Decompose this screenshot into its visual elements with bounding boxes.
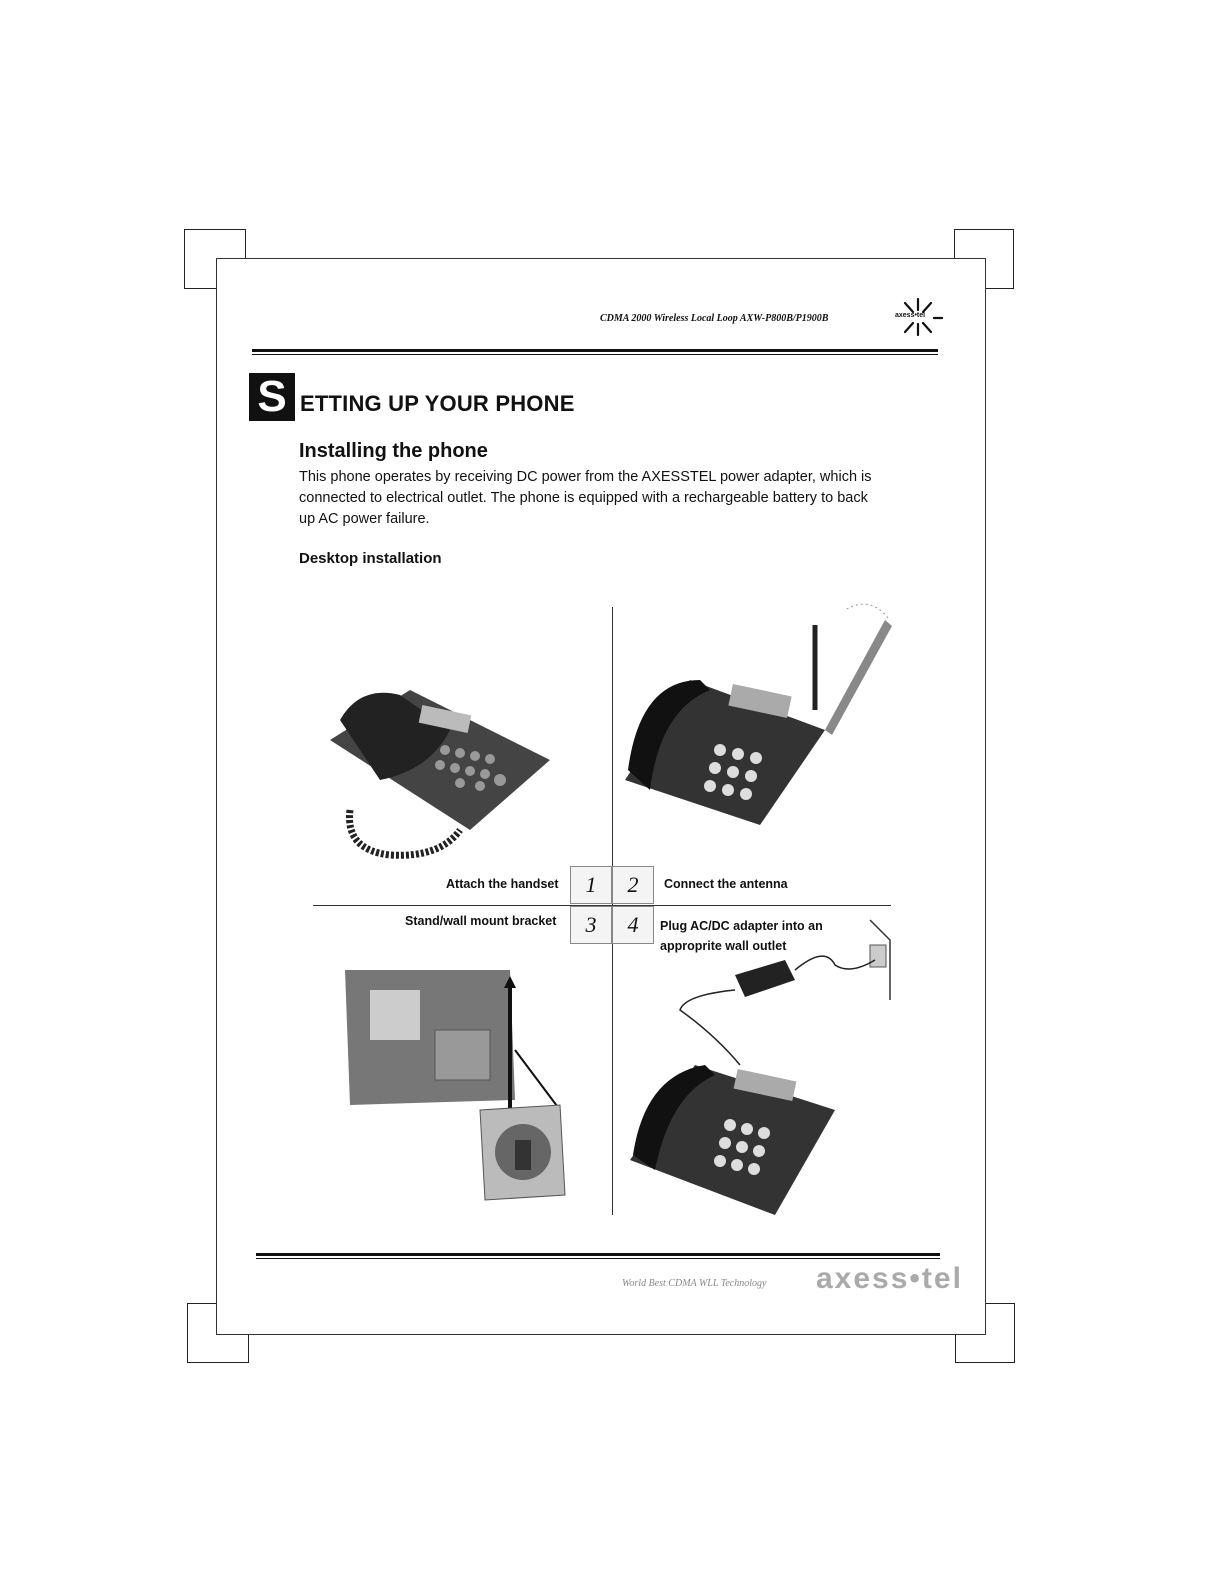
- footer-rule-thin: [256, 1258, 940, 1259]
- step-4-number: 4: [612, 906, 654, 944]
- header-rule-thin: [252, 354, 938, 355]
- drop-cap: S: [249, 373, 295, 421]
- desktop-installation-heading: Desktop installation: [299, 550, 442, 567]
- figure-horizontal-divider: [313, 905, 891, 906]
- installing-paragraph: This phone operates by receiving DC powe…: [299, 469, 872, 527]
- footer-logo: axess•tel: [816, 1262, 963, 1295]
- header-logo-text: axess•tel: [895, 312, 926, 319]
- running-header: CDMA 2000 Wireless Local Loop AXW-P800B/…: [600, 313, 829, 324]
- step-3-number: 3: [570, 906, 612, 944]
- phone-adapter-illustration: [630, 919, 891, 1215]
- installing-heading: Installing the phone: [299, 440, 488, 462]
- page-frame: [216, 258, 986, 1335]
- step-1-number: 1: [570, 866, 612, 904]
- step-3-caption: Stand/wall mount bracket: [405, 914, 557, 928]
- step-2-caption: Connect the antenna: [664, 877, 788, 891]
- footer-rule: [256, 1253, 940, 1256]
- header-rule: [252, 349, 938, 352]
- section-title: ETTING UP YOUR PHONE: [300, 391, 575, 416]
- step-4-caption: Plug AC/DC adapter into an approprite wa…: [660, 919, 823, 953]
- step-1-caption: Attach the handset: [446, 877, 559, 891]
- sunburst-logo-icon: [903, 297, 944, 337]
- phone-antenna-illustration: [625, 603, 892, 825]
- footer-tagline: World Best CDMA WLL Technology: [622, 1278, 767, 1289]
- phone-handset-illustration: [330, 690, 550, 859]
- step-2-number: 2: [612, 866, 654, 904]
- wall-mount-bracket-illustration: [345, 970, 566, 1201]
